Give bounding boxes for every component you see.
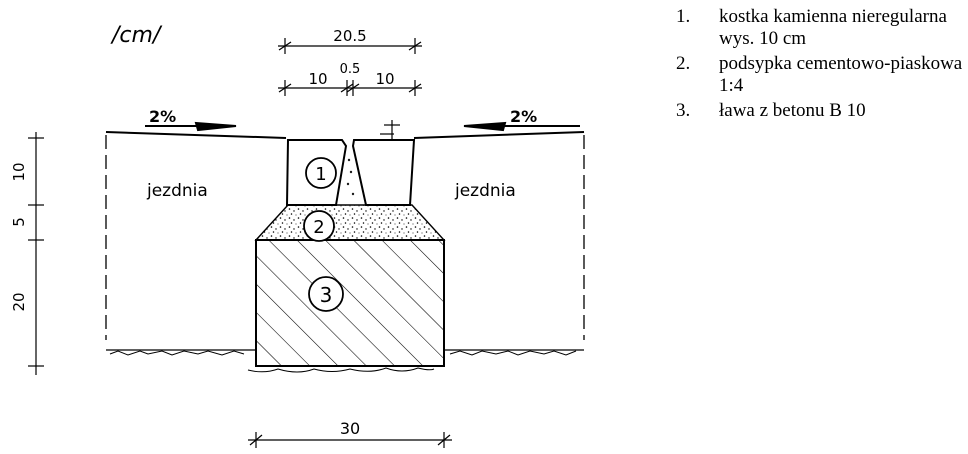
marker-2-label: 2 <box>313 217 324 238</box>
top-total-dimension <box>278 38 422 54</box>
top-middle-label: 0.5 <box>340 62 361 77</box>
units-label: /cm/ <box>110 23 163 48</box>
left-middle-label: 5 <box>10 217 28 227</box>
top-left-label: 10 <box>308 70 327 88</box>
left-roadway-label: jezdnia <box>146 181 208 201</box>
right-roadway-block <box>413 131 585 340</box>
right-roadway-label: jezdnia <box>454 181 516 201</box>
legend-item-number: 2. <box>676 53 691 74</box>
materials-legend: 1. kostka kamienna nieregularna wys. 10 … <box>676 6 968 125</box>
level-difference-mark <box>380 120 400 140</box>
right-slope-arrow <box>463 121 580 132</box>
legend-item-text: ława z betonu B 10 <box>719 100 866 121</box>
right-slope-label: 2% <box>510 107 537 126</box>
left-dimension-chain <box>28 132 44 375</box>
marker-2: 2 <box>303 210 335 242</box>
legend-item-text: kostka kamienna nieregularna wys. 10 cm <box>719 6 947 49</box>
marker-1: 1 <box>305 157 337 189</box>
legend-item-number: 3. <box>676 100 691 121</box>
joint-fill <box>346 158 355 196</box>
marker-3: 3 <box>308 276 344 312</box>
bottom-dimension <box>248 432 452 448</box>
top-split-dimension <box>278 80 422 96</box>
concrete-bench <box>255 239 445 367</box>
left-roadway-block <box>105 131 287 340</box>
bottom-label: 30 <box>340 419 360 438</box>
marker-3-label: 3 <box>320 283 333 307</box>
legend-item: 2. podsypka cementowo-piaskowa 1:4 <box>676 53 968 97</box>
left-bottom-label: 20 <box>10 292 28 311</box>
legend-item-text: podsypka cementowo-piaskowa 1:4 <box>719 53 963 96</box>
left-slope-label: 2% <box>149 107 176 126</box>
ground-line <box>106 349 584 373</box>
legend-item: 3. ława z betonu B 10 <box>676 100 968 122</box>
legend-item-number: 1. <box>676 6 691 27</box>
cement-sand-bedding <box>254 204 446 241</box>
left-slope-arrow <box>145 121 237 132</box>
left-top-label: 10 <box>10 162 28 181</box>
top-right-label: 10 <box>375 70 394 88</box>
legend-item: 1. kostka kamienna nieregularna wys. 10 … <box>676 6 968 50</box>
top-total-label: 20.5 <box>333 27 366 45</box>
marker-1-label: 1 <box>315 164 326 185</box>
